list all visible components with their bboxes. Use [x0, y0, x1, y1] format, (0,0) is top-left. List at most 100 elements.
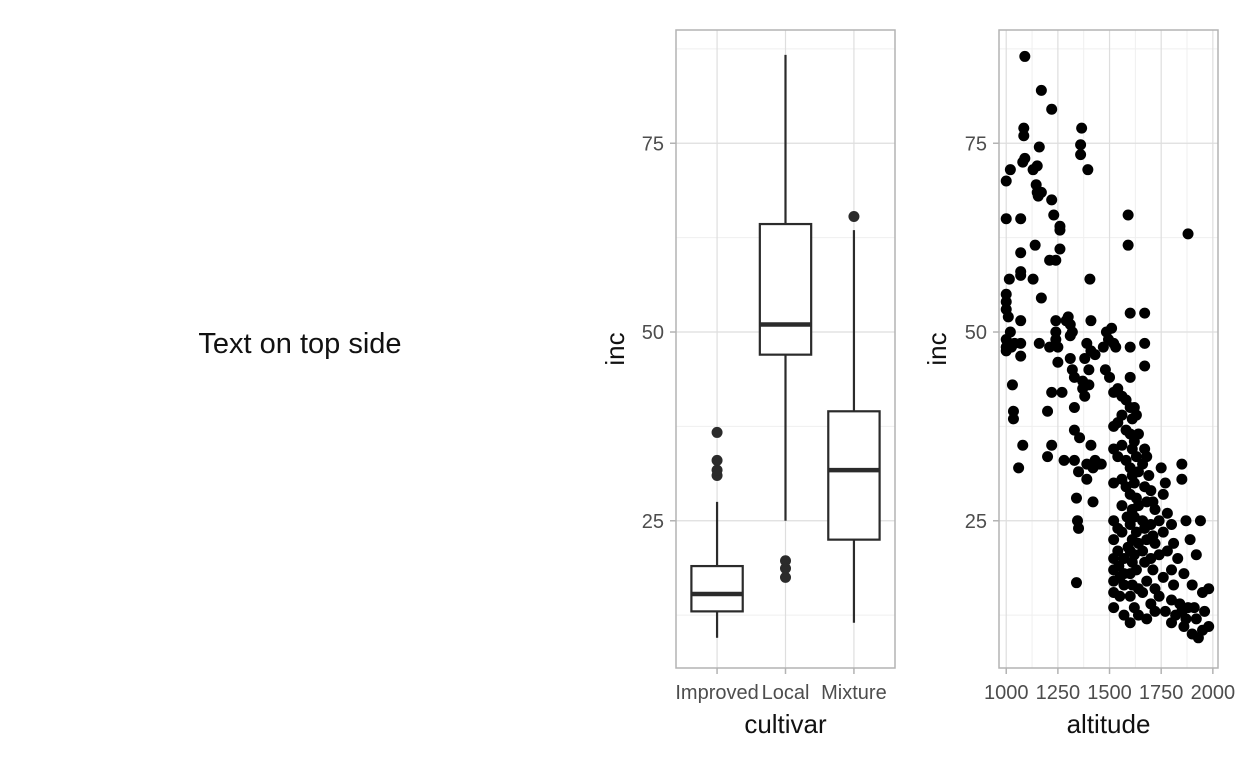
scatter-point: [1108, 477, 1120, 489]
scatter-point: [1122, 239, 1134, 251]
scatter-point: [1046, 439, 1058, 451]
scatter-point: [1064, 352, 1076, 364]
scatter-point: [1203, 620, 1215, 632]
scatter-point: [1042, 451, 1054, 463]
x-tick-label: 2000: [1191, 682, 1236, 704]
x-tick-label: Mixture: [821, 682, 887, 704]
x-tick-label: Local: [762, 682, 810, 704]
y-axis-title: inc: [600, 332, 630, 365]
scatter-point: [1007, 405, 1019, 417]
box-iqr: [758, 222, 813, 356]
scatter-point: [1073, 466, 1085, 478]
scatter-point: [1130, 451, 1142, 463]
scatter-point: [1052, 356, 1064, 368]
scatter-point: [1166, 519, 1178, 531]
scatter-point: [1075, 149, 1087, 161]
scatter-point: [1176, 473, 1188, 485]
scatter-point: [1019, 152, 1031, 164]
scatter-point: [1118, 609, 1130, 621]
box-mixture: [827, 210, 881, 623]
scatter-point: [1075, 139, 1087, 151]
box-iqr: [827, 410, 881, 541]
scatter-point: [1033, 141, 1045, 153]
scatter-point: [1128, 549, 1140, 561]
box-outlier-point: [780, 555, 791, 567]
scatter-point: [1130, 409, 1142, 421]
y-tick-label: 50: [965, 322, 987, 344]
scatter-point: [1015, 350, 1027, 362]
scatter-point: [1018, 130, 1030, 142]
scatter-point: [1083, 364, 1095, 376]
scatter-point: [1066, 326, 1078, 338]
scatter-point: [1172, 553, 1184, 565]
scatter-point: [1141, 451, 1153, 463]
scatter-point: [1124, 307, 1136, 319]
scatter-point: [1054, 220, 1066, 232]
scatter-point: [1002, 311, 1014, 323]
scatter-point: [1166, 564, 1178, 576]
scatter-point: [1190, 549, 1202, 561]
scatter-point: [1139, 360, 1151, 372]
scatter-point: [1110, 341, 1122, 353]
scatter-point: [1006, 379, 1018, 391]
scatter-point: [1017, 439, 1029, 451]
scatter-point: [1052, 341, 1064, 353]
scatter-point: [1004, 326, 1016, 338]
panel-border: [998, 29, 1219, 669]
scatter-point: [1003, 273, 1015, 285]
scatter-point: [1124, 341, 1136, 353]
scatter-point: [1168, 537, 1180, 549]
y-tick-label: 75: [965, 133, 987, 155]
scatter-point: [1143, 469, 1155, 481]
scatter-point: [1184, 534, 1196, 546]
scatter-point: [1070, 577, 1082, 589]
scatter-point: [1141, 613, 1153, 625]
scatter-point: [1124, 617, 1136, 629]
y-tick-label: 50: [642, 322, 664, 344]
scatter-point: [1157, 488, 1169, 500]
scatter-point: [1004, 164, 1016, 176]
scatter-point: [1035, 292, 1047, 304]
scatter-point: [1145, 519, 1157, 531]
scatter-point: [1157, 571, 1169, 583]
scatter-point: [1013, 462, 1025, 474]
scatter-point: [1132, 428, 1144, 440]
scatter-point: [1108, 602, 1120, 614]
scatter-point: [1190, 613, 1202, 625]
scatter-point: [1178, 568, 1190, 580]
scatter-point: [1132, 609, 1144, 621]
scatter-point: [1116, 526, 1128, 538]
scatter-point: [1095, 458, 1107, 470]
scatter-point: [1050, 254, 1062, 266]
box-local: [758, 54, 813, 583]
scatter-point: [1054, 243, 1066, 255]
scatter-point: [1015, 337, 1027, 349]
scatter-point: [1073, 522, 1085, 534]
scatter-point: [1137, 545, 1149, 557]
scatter-point: [1050, 326, 1062, 338]
scatter-point: [1199, 605, 1211, 617]
scatter-point: [1153, 515, 1165, 527]
scatter-point: [1139, 307, 1151, 319]
scatter-point: [1118, 553, 1130, 565]
scatter-point: [1139, 337, 1151, 349]
scatter-point: [1130, 564, 1142, 576]
scatter-point: [1182, 228, 1194, 240]
scatter-point: [1168, 579, 1180, 591]
box-outlier-point: [780, 562, 791, 574]
scatter-point: [1085, 315, 1097, 327]
scatter-point: [1018, 122, 1030, 134]
box-iqr: [690, 564, 744, 613]
scatter-point: [1132, 500, 1144, 512]
scatter-point: [1155, 462, 1167, 474]
box-outlier-point: [711, 426, 723, 438]
scatter-point: [1122, 209, 1134, 221]
scatter-point: [1085, 439, 1097, 451]
scatter-point: [1081, 473, 1093, 485]
x-tick-label: Improved: [675, 682, 758, 704]
scatter-point: [1137, 586, 1149, 598]
box-outlier-point: [848, 210, 860, 222]
